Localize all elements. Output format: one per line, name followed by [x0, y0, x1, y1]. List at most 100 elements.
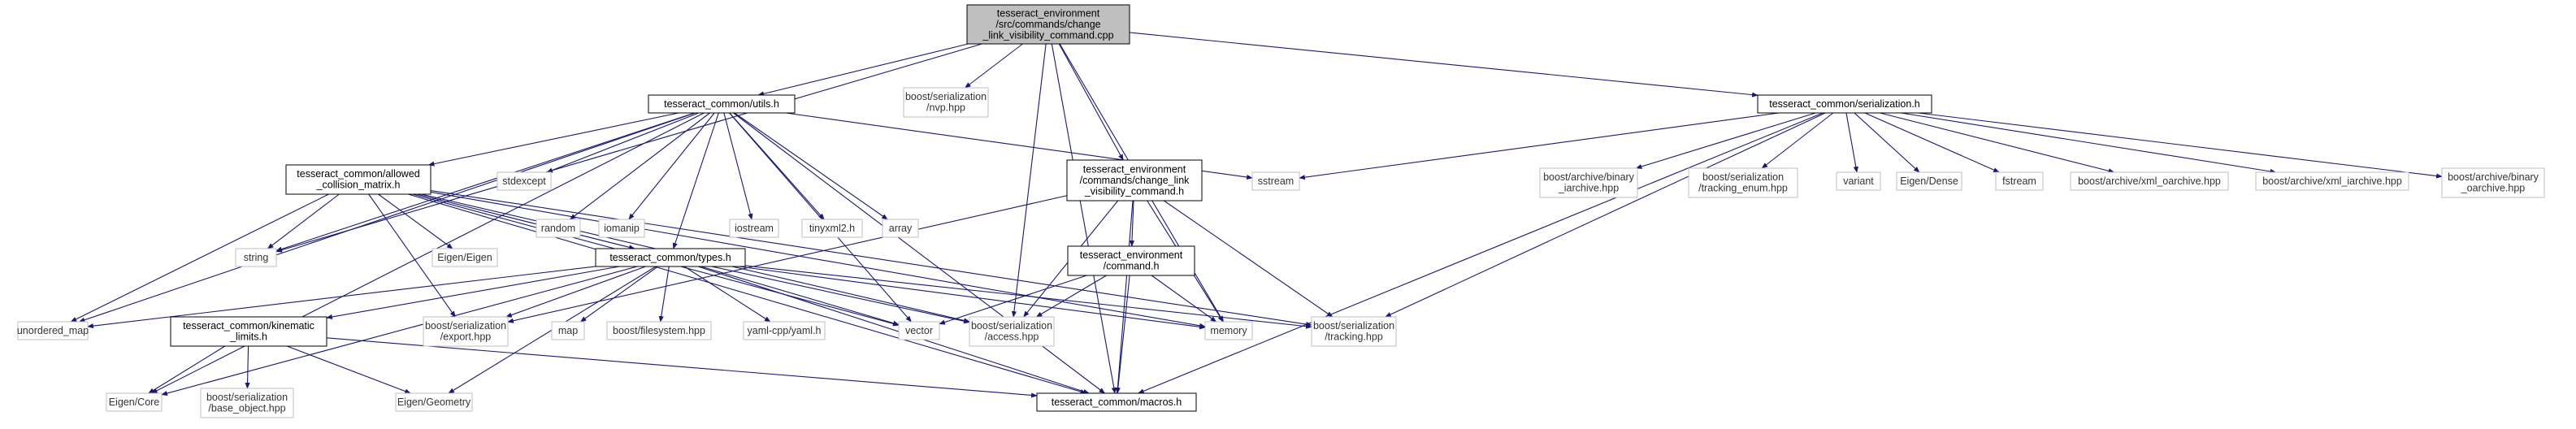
node-label-line: Eigen/Dense	[1900, 176, 1958, 187]
node-label-line: _collision_matrix.h	[316, 180, 401, 191]
node-box	[1311, 316, 1397, 347]
node-box	[648, 94, 796, 114]
node-label-line: Eigen/Geometry	[397, 396, 471, 408]
edge-root-to-access	[1011, 43, 1047, 318]
edge-serialization-to-binary_oarchive	[1918, 112, 2443, 179]
node-box	[285, 164, 432, 195]
edge-acm-to-export	[368, 193, 456, 318]
edge-utils-to-iomanip	[628, 112, 715, 220]
edge-types-to-tracking	[744, 265, 1312, 329]
edge-clvc_h-to-tracking	[1163, 200, 1334, 318]
node-eigen-eigen: Eigen/Eigen	[432, 248, 498, 267]
node-box	[898, 321, 940, 340]
nodes-layer: tesseract_environment/src/commands/chang…	[17, 4, 2545, 418]
node-yaml: yaml-cpp/yaml.h	[743, 321, 826, 340]
edge-kinematic_limits-to-macros	[326, 337, 1038, 398]
node-iomanip: iomanip	[598, 219, 645, 238]
node-array: array	[882, 219, 919, 238]
node-box	[1995, 171, 2044, 191]
edge-kinematic_limits-to-eigen_geometry	[286, 345, 411, 394]
edge-acm-to-memory	[430, 191, 1206, 328]
edge-types-to-access	[711, 266, 970, 324]
node-label-line: tesseract_common/serialization.h	[1769, 98, 1920, 110]
node-command[interactable]: tesseract_environment/command.h	[1067, 245, 1195, 276]
edge-command-to-memory	[1151, 275, 1217, 323]
node-label-line: tesseract_common/utils.h	[664, 98, 779, 110]
node-serialization[interactable]: tesseract_common/serialization.h	[1757, 94, 1932, 114]
edge-serialization-to-macros	[1138, 112, 1824, 394]
edge-types-to-filesystem	[658, 266, 670, 323]
node-label-line: Eigen/Eigen	[437, 252, 492, 263]
node-root: tesseract_environment/src/commands/chang…	[966, 4, 1130, 45]
edge-root-to-nvp	[965, 43, 1023, 89]
edges-layer	[70, 32, 2443, 398]
node-box	[606, 321, 712, 340]
edge-acm-to-macros	[408, 193, 1087, 395]
node-variant: variant	[1836, 171, 1881, 191]
node-box	[17, 321, 89, 340]
node-label-line: map	[558, 325, 578, 336]
node-clvc-h[interactable]: tesseract_environment/commands/change_li…	[1066, 159, 1203, 202]
node-filesystem: boost/filesystem.hpp	[606, 321, 712, 340]
node-box	[395, 392, 473, 412]
node-tracking: boost/serialization/tracking.hpp	[1311, 316, 1397, 347]
node-box	[551, 321, 585, 340]
node-box	[966, 4, 1130, 45]
edge-utils-to-macros	[733, 112, 1106, 394]
node-box	[2441, 167, 2545, 198]
node-random: random	[536, 219, 581, 238]
node-types[interactable]: tesseract_common/types.h	[595, 248, 746, 267]
edge-acm-to-eigen_eigen	[378, 193, 453, 249]
node-box	[200, 388, 294, 418]
node-label-line: boost/serialization	[1313, 320, 1394, 332]
node-label-line: tesseract_common/kinematic	[183, 320, 314, 332]
node-label-line: string	[244, 252, 269, 263]
edge-types-to-map	[579, 266, 658, 323]
node-label-line: unordered_map	[17, 325, 89, 336]
node-label-line: _iarchive.hpp	[1558, 183, 1619, 194]
edge-kinematic_limits-to-base_object	[245, 345, 250, 389]
edge-utils-to-stdexcept	[546, 112, 700, 173]
node-label-line: /tracking.hpp	[1325, 332, 1383, 343]
node-fstream: fstream	[1995, 171, 2044, 191]
edge-command-to-vector	[939, 275, 1087, 325]
node-label-line: /access.hpp	[985, 332, 1039, 343]
edge-utils-to-types	[672, 112, 719, 249]
node-label-line: /src/commands/change	[995, 19, 1100, 30]
edge-utils-to-acm	[427, 112, 679, 167]
edge-root-to-serialization	[1129, 32, 1759, 98]
node-eigen-dense: Eigen/Dense	[1896, 171, 1962, 191]
node-acm[interactable]: tesseract_common/allowed_collision_matri…	[285, 164, 432, 195]
edge-types-to-vector	[700, 266, 900, 326]
node-eigen-core: Eigen/Core	[106, 392, 163, 412]
node-label-line: /export.hpp	[440, 332, 492, 343]
node-macros[interactable]: tesseract_common/macros.h	[1036, 392, 1197, 412]
edge-types-to-yaml	[683, 266, 771, 323]
node-label-line: _limits.h	[229, 332, 267, 343]
edge-clvc_h-to-macros	[1115, 200, 1134, 394]
node-label-line: boost/serialization	[425, 320, 506, 332]
node-box	[170, 316, 327, 347]
node-box	[1251, 171, 1300, 191]
node-binary-oarchive: boost/archive/binary_oarchive.hpp	[2441, 167, 2545, 198]
node-label-line: random	[541, 223, 575, 234]
node-label-line: yaml-cpp/yaml.h	[748, 325, 822, 336]
edge-serialization-to-tracking_enum	[1761, 112, 1834, 169]
edge-clvc_h-to-command	[1129, 200, 1135, 247]
edge-root-to-utils	[757, 43, 969, 97]
node-eigen-geometry: Eigen/Geometry	[395, 392, 473, 412]
node-box	[969, 316, 1055, 347]
node-label-line: tesseract_environment	[997, 7, 1100, 19]
node-box	[1204, 321, 1253, 340]
node-box	[598, 219, 645, 238]
node-stdexcept: stdexcept	[497, 171, 552, 191]
node-label-line: stdexcept	[502, 176, 546, 187]
node-tracking-enum: boost/serialization/tracking_enum.hpp	[1688, 167, 1798, 198]
node-label-line: boost/archive/xml_iarchive.hpp	[2262, 176, 2402, 187]
edge-serialization-to-xml_iarchive	[1901, 112, 2277, 174]
node-utils[interactable]: tesseract_common/utils.h	[648, 94, 796, 114]
node-kinematic-limits[interactable]: tesseract_common/kinematic_limits.h	[170, 316, 327, 347]
edge-root-to-string	[275, 43, 982, 253]
node-box	[882, 219, 919, 238]
